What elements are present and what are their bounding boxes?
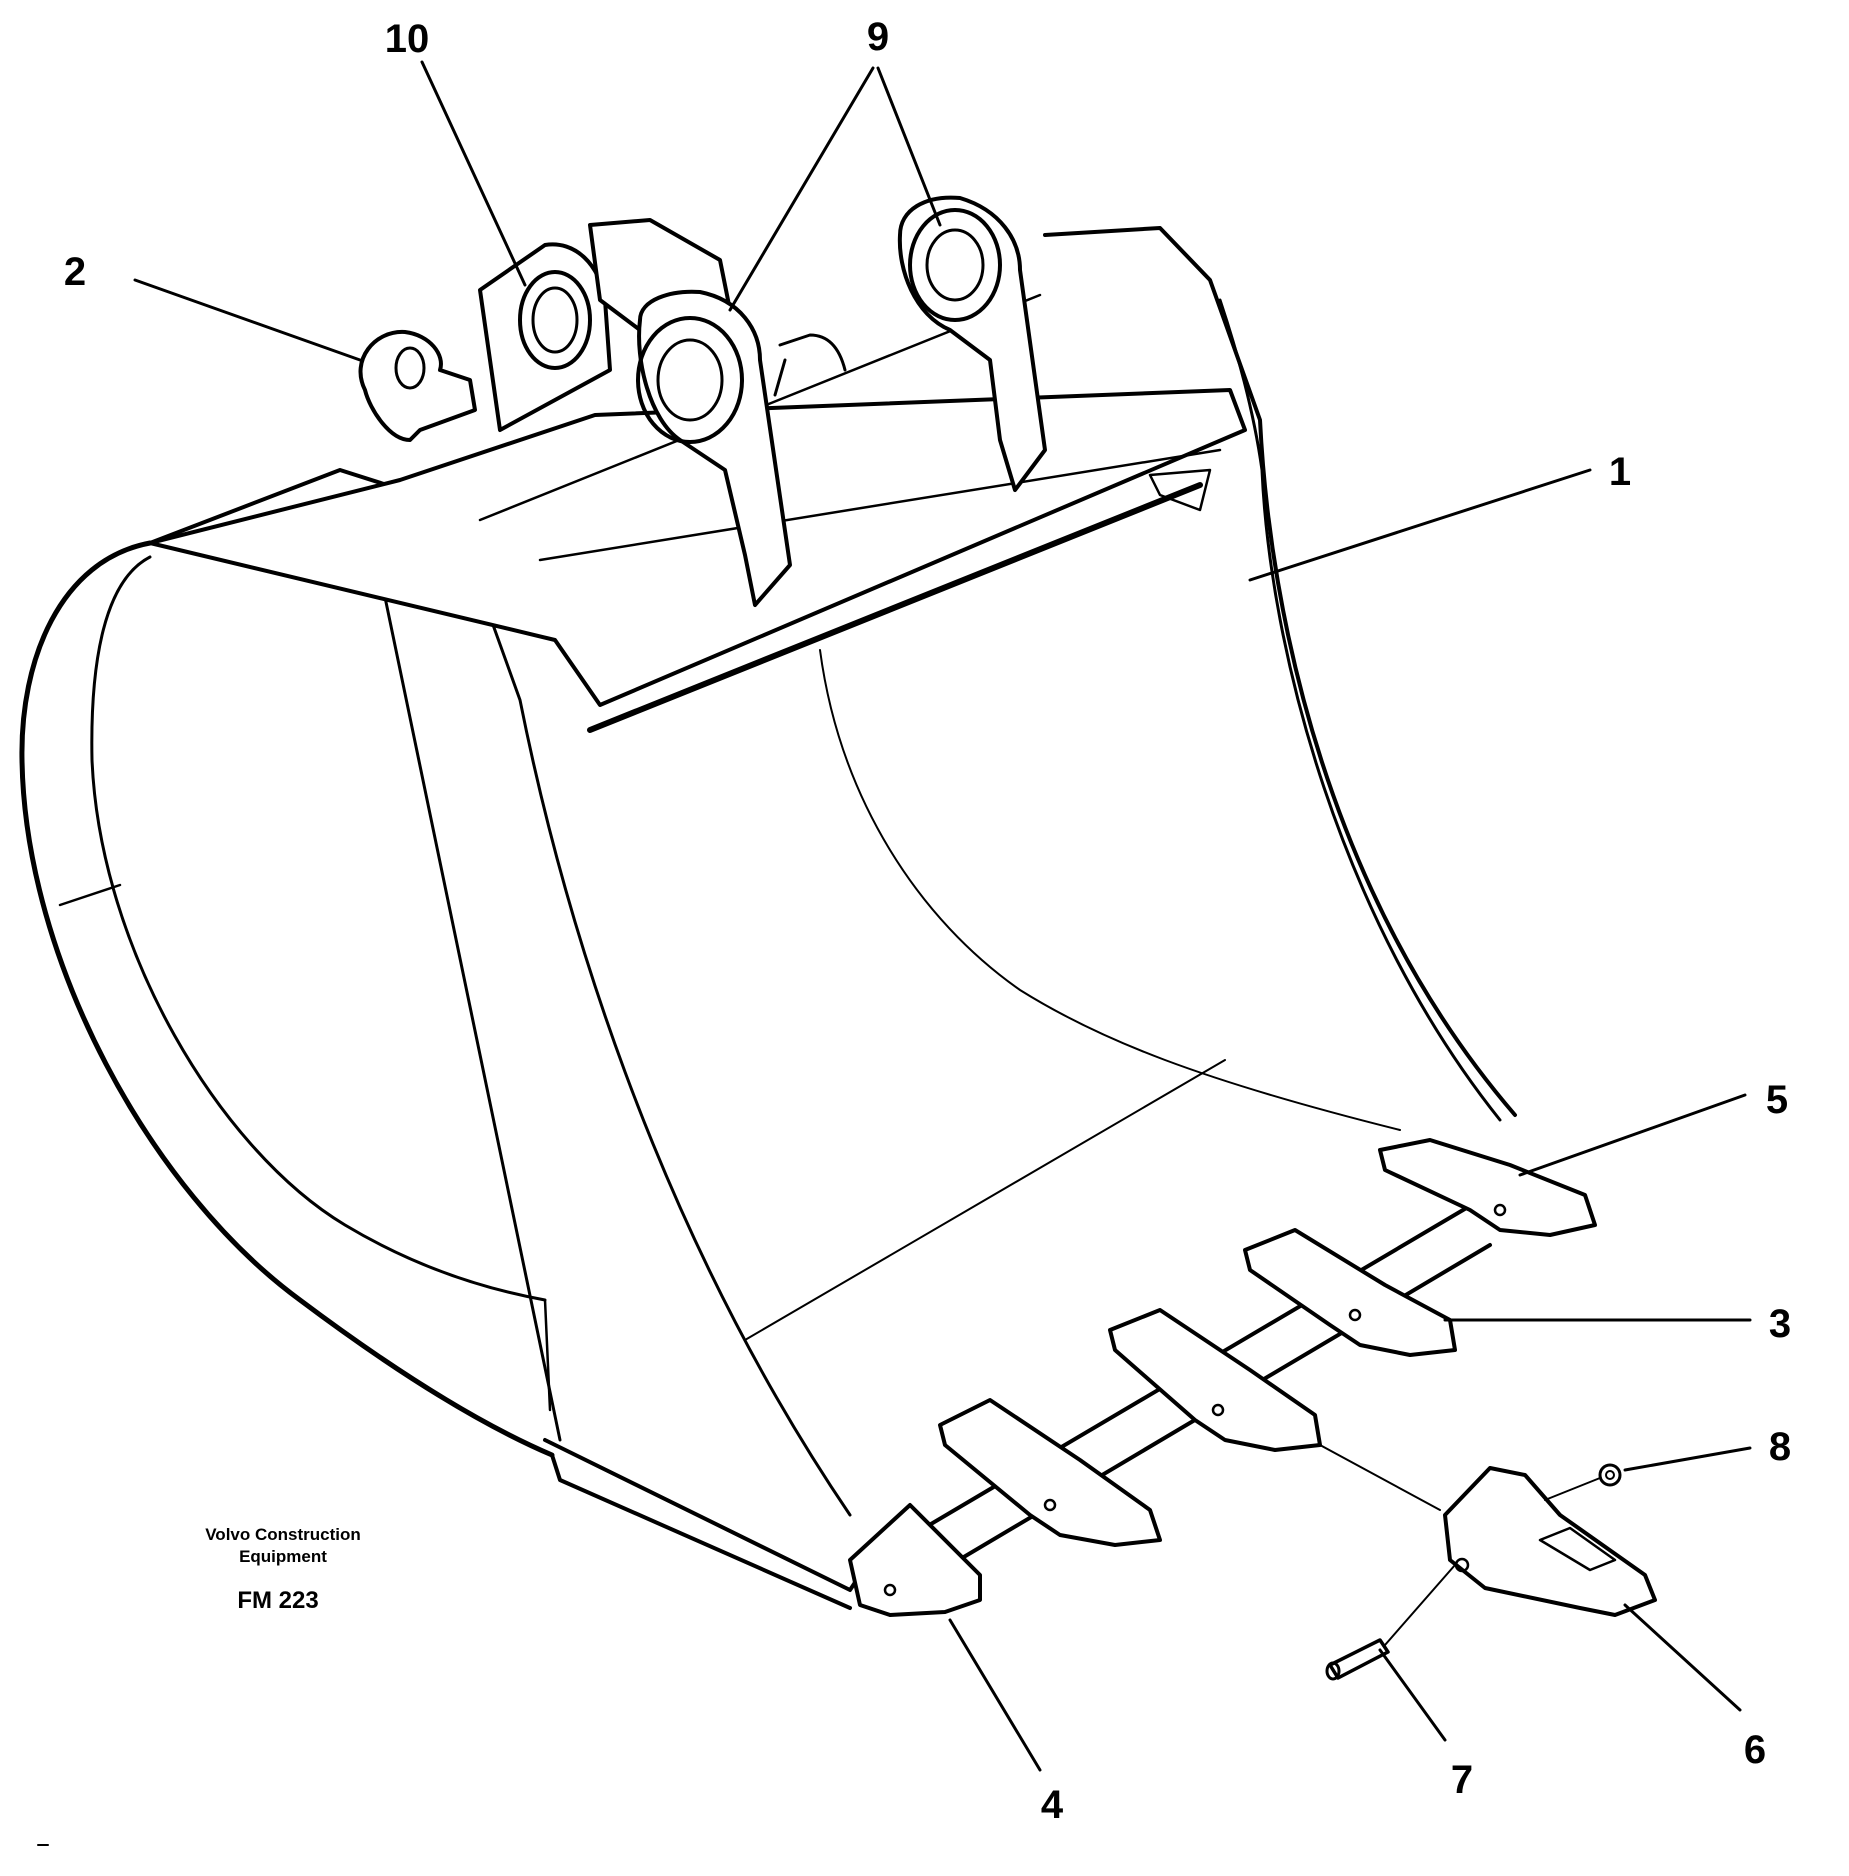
callout-9: 9	[867, 15, 889, 59]
tooth-6	[1443, 1466, 1657, 1617]
corner-adapter-4	[848, 1503, 982, 1617]
tooth-a	[938, 1398, 1162, 1547]
washer-8-hole	[1605, 1470, 1615, 1480]
tooth-b	[1108, 1308, 1322, 1452]
pin-7	[1328, 1638, 1390, 1680]
tooth-c-pin	[1348, 1308, 1362, 1322]
exploded-tooth	[1319, 1444, 1657, 1681]
callout-10: 10	[385, 17, 430, 61]
leader-7	[1378, 1648, 1447, 1742]
leader-6	[1623, 1603, 1742, 1712]
assembly-line-tooth	[1319, 1444, 1441, 1511]
tooth-5-pin	[1493, 1203, 1507, 1217]
lug-9b	[897, 195, 1047, 492]
side-front-edge	[368, 503, 852, 1517]
assembly-line-pin	[1384, 1564, 1456, 1646]
leader-8	[1623, 1446, 1752, 1472]
leader-5	[1518, 1093, 1747, 1177]
bucket-floor-line	[744, 1059, 1226, 1341]
callout-8: 8	[1769, 1425, 1791, 1469]
lifting-eye-hole	[394, 346, 426, 390]
bucket-floor-curve	[819, 649, 1401, 1131]
side-wear-strip	[58, 883, 552, 1412]
leader-lines	[133, 60, 1752, 1772]
right-side-outer	[1043, 226, 1517, 1117]
caption: Volvo Construction Equipment FM 223	[205, 1525, 361, 1614]
lug-9a-bore-inner	[656, 338, 724, 422]
adapter-pin-hole-4	[883, 1583, 897, 1597]
leader-9a	[728, 66, 875, 312]
callout-2: 2	[64, 250, 86, 294]
callout-numbers: 1 2 3 4 5 6 7 8 9 10	[64, 15, 1791, 1827]
leader-1	[1248, 468, 1592, 582]
leader-4	[948, 1618, 1042, 1772]
lugs	[358, 195, 1047, 607]
caption-line2: Equipment	[239, 1547, 327, 1566]
tooth-6-slot	[1538, 1526, 1617, 1572]
bucket-body	[19, 226, 1517, 1610]
lug-9a-bore	[636, 316, 744, 444]
top-beam-shadow	[587, 482, 1203, 733]
assembly-line-washer	[1544, 1477, 1601, 1501]
callout-6: 6	[1744, 1728, 1766, 1772]
lug-10-bore	[518, 270, 592, 370]
lug-bracket	[773, 333, 847, 397]
tooth-c	[1243, 1228, 1457, 1357]
right-side-inner	[1218, 298, 1502, 1122]
teeth	[848, 1138, 1597, 1617]
caption-line1: Volvo Construction	[205, 1525, 361, 1544]
washer-8	[1598, 1463, 1622, 1487]
tooth-b-pin	[1211, 1403, 1225, 1417]
leader-2	[133, 278, 362, 362]
lug-10-bore-inner	[531, 286, 579, 354]
leader-9b	[876, 66, 942, 227]
lug-9a	[637, 289, 792, 607]
tooth-a-pin	[1043, 1498, 1057, 1512]
callout-4: 4	[1041, 1783, 1064, 1827]
callout-3: 3	[1769, 1302, 1791, 1346]
lug-9b-bore	[908, 208, 1002, 322]
right-side-wear	[1148, 468, 1212, 512]
lug-10	[478, 242, 612, 432]
callout-7: 7	[1451, 1758, 1473, 1802]
top-beam	[148, 388, 1247, 707]
lug-9b-bore-inner	[925, 228, 985, 302]
callout-1: 1	[1609, 450, 1631, 494]
callout-5: 5	[1766, 1078, 1788, 1122]
leader-10	[420, 60, 527, 287]
pin-7-end	[1325, 1661, 1341, 1681]
side-plate-inner	[90, 555, 547, 1302]
caption-code: FM 223	[237, 1587, 318, 1614]
corner-adapter-5	[1378, 1138, 1597, 1237]
side-plate-outer	[19, 540, 555, 1458]
side-lip-edge	[543, 1438, 872, 1610]
